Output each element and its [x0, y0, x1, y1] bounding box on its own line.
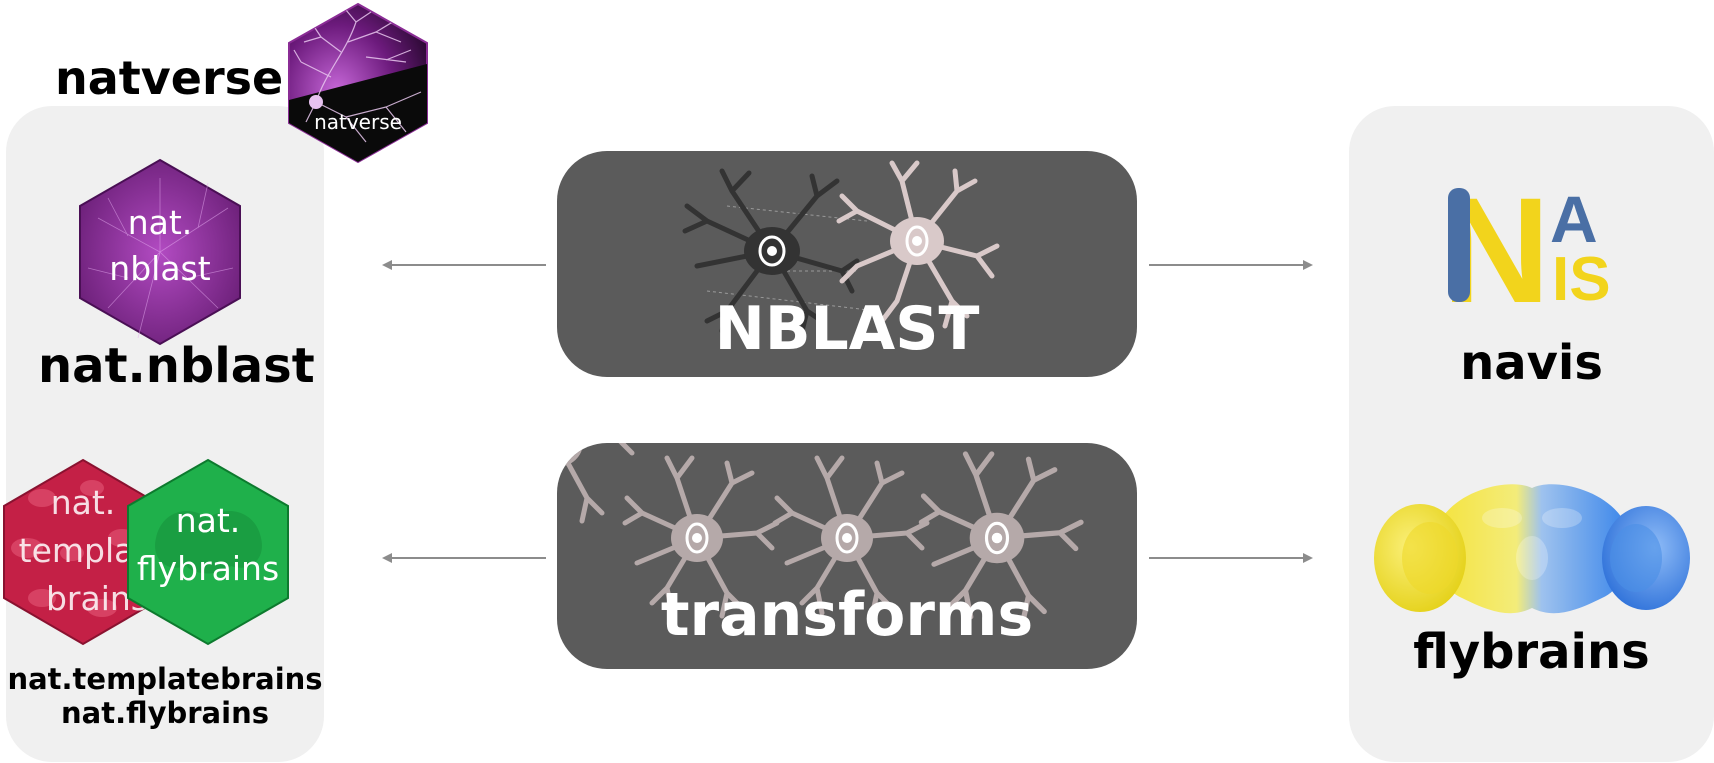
flybrains-hex-line2: flybrains	[137, 549, 279, 588]
left-arrow-transforms	[382, 553, 546, 563]
natverse-logo-text: natverse	[314, 110, 402, 134]
nat-nblast-hex-logo: nat. nblast	[79, 158, 241, 346]
navis-title: navis	[1460, 335, 1603, 391]
templatebrains-title-line1: nat.templatebrains	[7, 662, 323, 696]
left-arrow-nblast	[382, 260, 546, 270]
templatebrains-flybrains-title: nat.templatebrains nat.flybrains	[6, 662, 324, 730]
templatebrains-hex-line2: templat	[19, 531, 148, 570]
neuron-transform-icon	[557, 443, 1137, 669]
templatebrains-title-line2: nat.flybrains	[61, 696, 269, 730]
navis-logo: N A IS	[1444, 180, 1611, 308]
nat-nblast-hex-line1: nat.	[128, 203, 193, 242]
natverse-logo: natverse	[288, 2, 428, 164]
nblast-box: NBLAST	[557, 151, 1137, 377]
nblast-label: NBLAST	[714, 294, 980, 364]
right-arrow-transforms	[1149, 553, 1313, 563]
navis-logo-a: A	[1550, 182, 1598, 256]
neuron-comparison-icon	[682, 160, 1000, 334]
flybrains-title: flybrains	[1413, 624, 1650, 680]
nat-nblast-title: nat.nblast	[38, 338, 315, 394]
transforms-box: transforms	[557, 443, 1137, 669]
natverse-title: natverse	[55, 51, 284, 105]
nat-flybrains-hex-logo: nat. flybrains	[127, 458, 289, 646]
transforms-label: transforms	[660, 580, 1034, 650]
navis-logo-is: IS	[1552, 245, 1611, 308]
flybrains-brain-image	[1374, 484, 1690, 614]
right-panel-python-packages	[1349, 106, 1714, 762]
flybrains-hex-line1: nat.	[176, 501, 241, 540]
right-arrow-nblast	[1149, 260, 1313, 270]
nat-nblast-hex-line2: nblast	[109, 249, 210, 288]
templatebrains-hex-line1: nat.	[51, 483, 116, 522]
